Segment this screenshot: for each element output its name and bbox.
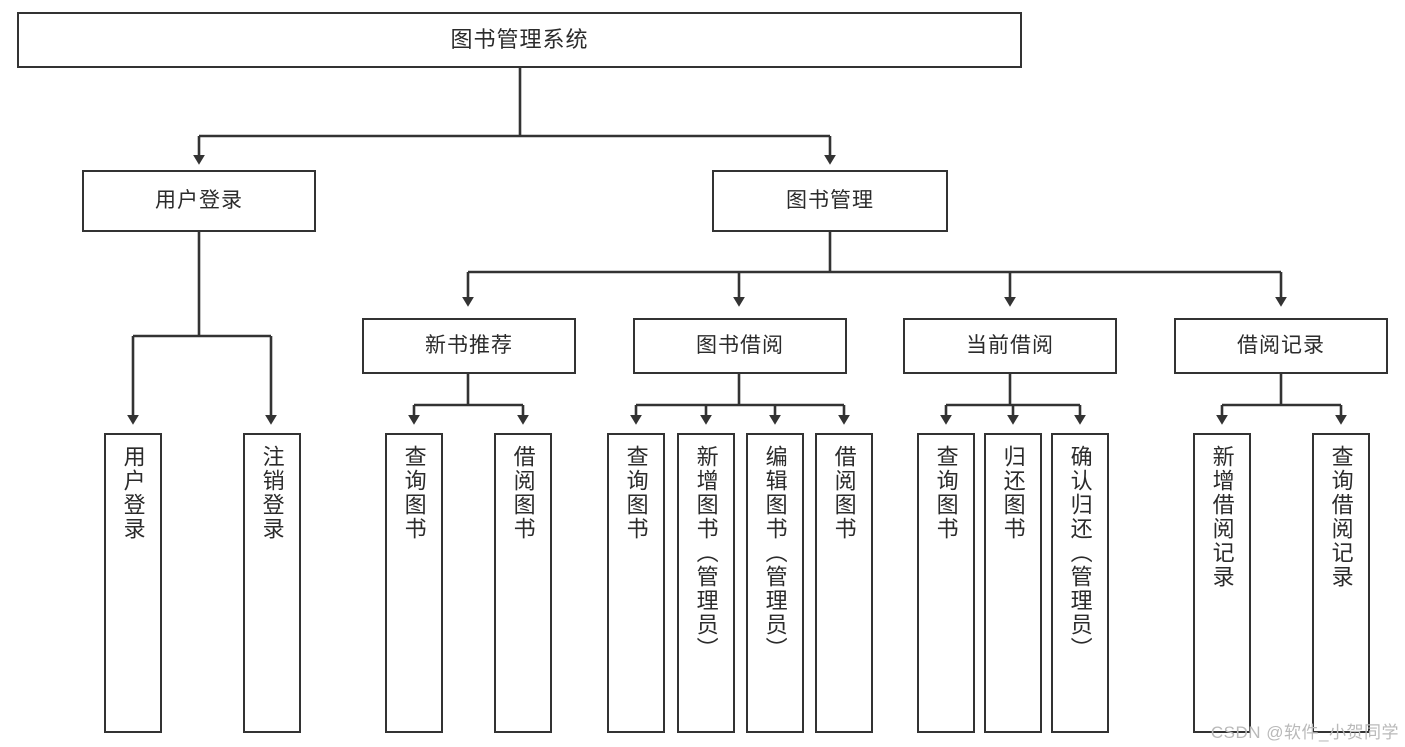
- node-label: 借阅记录: [1237, 334, 1325, 358]
- node-book-borrow[interactable]: 图书借阅: [633, 318, 847, 374]
- node-label: 确认归还（管理员）: [1067, 445, 1093, 661]
- node-label: 用户登录: [120, 445, 146, 541]
- watermark-text: CSDN @软件_小贺同学: [1210, 723, 1399, 742]
- leaf-new-book-query[interactable]: 查询图书: [385, 433, 443, 733]
- node-book-management[interactable]: 图书管理: [712, 170, 948, 232]
- node-label: 图书借阅: [696, 334, 784, 358]
- node-label: 当前借阅: [966, 334, 1054, 358]
- node-root-system[interactable]: 图书管理系统: [17, 12, 1022, 68]
- node-user-login[interactable]: 用户登录: [82, 170, 316, 232]
- leaf-current-return-book[interactable]: 归还图书: [984, 433, 1042, 733]
- leaf-user-login-login[interactable]: 用户登录: [104, 433, 162, 733]
- node-label: 借阅图书: [510, 445, 536, 541]
- node-label: 新增借阅记录: [1209, 445, 1235, 589]
- node-label: 查询图书: [623, 445, 649, 541]
- leaf-borrow-add-book[interactable]: 新增图书（管理员）: [677, 433, 735, 733]
- leaf-borrow-borrow-book[interactable]: 借阅图书: [815, 433, 873, 733]
- leaf-user-login-logout[interactable]: 注销登录: [243, 433, 301, 733]
- node-label: 新增图书（管理员）: [693, 445, 719, 661]
- leaf-record-query[interactable]: 查询借阅记录: [1312, 433, 1370, 733]
- leaf-new-book-borrow[interactable]: 借阅图书: [494, 433, 552, 733]
- leaf-borrow-edit-book[interactable]: 编辑图书（管理员）: [746, 433, 804, 733]
- node-label: 查询借阅记录: [1328, 445, 1354, 589]
- node-borrow-record[interactable]: 借阅记录: [1174, 318, 1388, 374]
- leaf-borrow-query-book[interactable]: 查询图书: [607, 433, 665, 733]
- leaf-current-confirm-return[interactable]: 确认归还（管理员）: [1051, 433, 1109, 733]
- node-label: 查询图书: [933, 445, 959, 541]
- node-label: 编辑图书（管理员）: [762, 445, 788, 661]
- node-label: 新书推荐: [425, 334, 513, 358]
- leaf-record-add[interactable]: 新增借阅记录: [1193, 433, 1251, 733]
- node-current-borrow[interactable]: 当前借阅: [903, 318, 1117, 374]
- node-label: 注销登录: [259, 445, 285, 541]
- node-label: 查询图书: [401, 445, 427, 541]
- node-label: 图书管理: [786, 189, 874, 213]
- node-new-book-recommend[interactable]: 新书推荐: [362, 318, 576, 374]
- node-label: 图书管理系统: [450, 26, 589, 52]
- node-label: 归还图书: [1000, 445, 1026, 541]
- node-label: 借阅图书: [831, 445, 857, 541]
- leaf-current-query-book[interactable]: 查询图书: [917, 433, 975, 733]
- node-label: 用户登录: [155, 189, 243, 213]
